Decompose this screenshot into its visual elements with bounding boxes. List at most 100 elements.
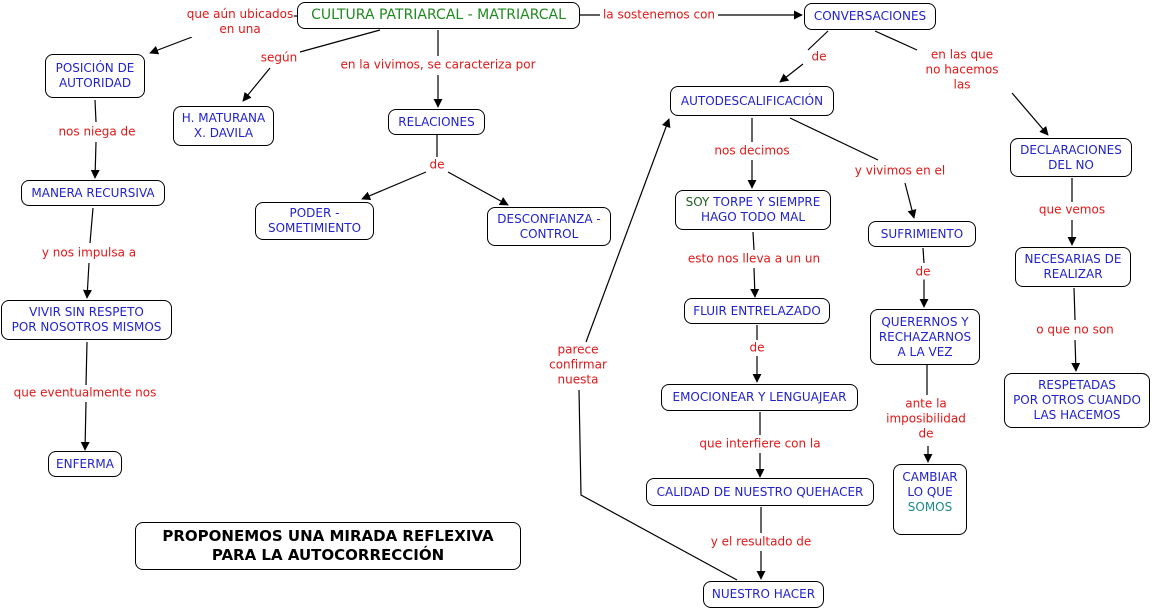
link-text: que aún ubicados <box>186 7 294 21</box>
node-cambiar-lo-que-somos[interactable]: CAMBIAR LO QUE SOMOS <box>893 464 967 535</box>
node-text: AUTODESCALIFICACIÓN <box>680 93 824 108</box>
link-de-relaciones: de <box>429 157 445 173</box>
edge-suf-de <box>922 247 925 264</box>
link-text: en las que <box>930 47 994 62</box>
link-esto-nos-lleva: esto nos lleva a un un <box>687 251 821 267</box>
link-text: o que no son <box>1036 322 1114 337</box>
link-text: ante la <box>905 396 947 411</box>
edge-de-desconfianza <box>447 171 509 206</box>
node-vivir-sin-respeto[interactable]: VIVIR SIN RESPETO POR NOSOTROS MISMOS <box>1 300 172 340</box>
node-text: CAMBIAR <box>902 470 958 484</box>
link-text: y nos impulsa a <box>41 245 137 260</box>
edge-noson-respetadas <box>1071 339 1081 372</box>
node-text: LO QUE <box>907 485 953 499</box>
node-conversaciones[interactable]: CONVERSACIONES <box>804 3 936 30</box>
node-fluir-entrelazado[interactable]: FLUIR ENTRELAZADO <box>684 298 830 324</box>
node-text: EMOCIONEAR Y LENGUAJEAR <box>672 390 847 404</box>
link-en-la-vivimos: en la vivimos, se caracteriza por <box>340 57 536 73</box>
edge-de-auto <box>779 63 804 83</box>
link-que-interfiere-con-la: que interfiere con la <box>699 436 821 452</box>
node-text: POR NOSOTROS MISMOS <box>11 320 162 334</box>
node-text: QUERERNOS Y <box>881 314 969 329</box>
node-text: FLUIR ENTRELAZADO <box>693 303 821 318</box>
node-relaciones[interactable]: RELACIONES <box>388 109 485 135</box>
node-text: ENFERMA <box>56 456 114 471</box>
link-de-conversaciones: de <box>811 49 827 65</box>
link-que-vemos: que vemos <box>1038 202 1106 218</box>
link-text: que eventualmente nos <box>13 385 157 400</box>
link-text: que vemos <box>1038 202 1106 217</box>
node-text: PODER - <box>289 206 340 220</box>
node-text: DEL NO <box>1048 157 1094 172</box>
link-text: de <box>918 426 934 441</box>
node-poder-sometimiento[interactable]: PODER - SOMETIMIENTO <box>255 202 374 240</box>
node-text: NECESARIAS DE <box>1024 252 1122 266</box>
node-soy-torpe[interactable]: SOY TORPE Y SIEMPRE HAGO TODO MAL <box>675 190 831 230</box>
link-text: imposibilidad <box>886 411 966 426</box>
node-text-rest: TORPE Y SIEMPRE <box>709 195 821 209</box>
node-autodescalificacion[interactable]: AUTODESCALIFICACIÓN <box>670 86 834 116</box>
node-text-soy: SOY <box>685 195 710 209</box>
link-text: no hacemos <box>925 62 999 77</box>
edge-cultura-segun <box>299 29 381 53</box>
link-text: de <box>915 264 931 279</box>
node-text: VIVIR SIN RESPETO <box>29 305 144 319</box>
node-text: DECLARACIONES <box>1020 142 1122 157</box>
link-text: de <box>749 340 765 355</box>
link-de-sufrimiento: de <box>915 264 931 280</box>
node-text: DESCONFIANZA - <box>497 211 601 226</box>
link-la-sostenemos-con: la sostenemos con <box>602 7 716 23</box>
node-text: X. DAVILA <box>193 126 254 140</box>
edge-manera-impulsa <box>89 207 94 244</box>
node-text: PROPONEMOS UNA MIRADA REFLEXIVA <box>162 527 494 545</box>
link-text: en una <box>219 22 261 36</box>
node-text: POSICIÓN DE <box>55 61 135 75</box>
node-emocionear-lenguajear[interactable]: EMOCIONEAR Y LENGUAJEAR <box>661 384 858 411</box>
node-calidad-quehacer[interactable]: CALIDAD DE NUESTRO QUEHACER <box>646 478 874 506</box>
node-text: CONTROL <box>519 226 579 241</box>
link-nos-niega-de: nos niega de <box>58 124 136 140</box>
link-text: de <box>429 157 445 172</box>
link-text: nuesta <box>557 372 599 387</box>
link-nos-decimos: nos decimos <box>714 143 790 159</box>
link-text: nos niega de <box>58 124 136 139</box>
link-que-aun-ubicados: que aún ubicados en una <box>186 7 294 37</box>
edge-conv-enlasque <box>874 30 918 51</box>
link-o-que-no-son: o que no son <box>1036 322 1114 338</box>
node-desconfianza-control[interactable]: DESCONFIANZA - CONTROL <box>487 207 611 246</box>
node-proponemos-mirada-reflexiva[interactable]: PROPONEMOS UNA MIRADA REFLEXIVA PARA LA … <box>135 522 521 570</box>
node-text: REALIZAR <box>1043 267 1103 281</box>
edge-lleva-fluir <box>750 267 760 298</box>
edge-nuestrohacer-parece <box>578 389 738 581</box>
node-text: MANERA RECURSIVA <box>31 185 155 200</box>
node-posicion-autoridad[interactable]: POSICIÓN DE AUTORIDAD <box>45 54 145 98</box>
edge-auto-vivimos <box>789 117 879 161</box>
link-text: las <box>953 77 971 92</box>
link-text: que interfiere con la <box>699 436 821 451</box>
edge-vivimos-sufrimiento <box>904 182 917 219</box>
node-text: A LA VEZ <box>897 344 953 359</box>
edge-vivir-eventualmente <box>85 341 88 386</box>
link-text: y vivimos en el <box>854 163 946 178</box>
node-necesarias-realizar[interactable]: NECESARIAS DE REALIZAR <box>1015 247 1131 287</box>
node-manera-recursiva[interactable]: MANERA RECURSIVA <box>21 180 165 206</box>
node-declaraciones-del-no[interactable]: DECLARACIONES DEL NO <box>1010 138 1132 177</box>
node-respetadas[interactable]: RESPETADAS POR OTROS CUANDO LAS HACEMOS <box>1004 373 1150 428</box>
link-segun: según <box>260 50 298 66</box>
node-maturana-davila[interactable]: H. MATURANA X. DAVILA <box>173 106 274 146</box>
node-text: CALIDAD DE NUESTRO QUEHACER <box>656 484 864 499</box>
node-sufrimiento[interactable]: SUFRIMIENTO <box>868 221 976 247</box>
node-enferma[interactable]: ENFERMA <box>48 451 122 477</box>
link-text: según <box>260 50 298 65</box>
node-querernos-rechazarnos[interactable]: QUERERNOS Y RECHAZARNOS A LA VEZ <box>870 309 980 365</box>
node-text: RELACIONES <box>398 114 475 129</box>
edge-conv-de <box>807 30 829 51</box>
link-de-fluir: de <box>749 340 765 356</box>
link-y-nos-impulsa-a: y nos impulsa a <box>41 245 137 261</box>
node-nuestro-hacer[interactable]: NUESTRO HACER <box>703 581 824 608</box>
node-text: H. MATURANA <box>181 111 266 125</box>
link-text: nos decimos <box>714 143 790 158</box>
node-cultura-patriarcal[interactable]: CULTURA PATRIARCAL - MATRIARCAL <box>297 2 580 29</box>
edge-parece-auto <box>585 118 671 343</box>
